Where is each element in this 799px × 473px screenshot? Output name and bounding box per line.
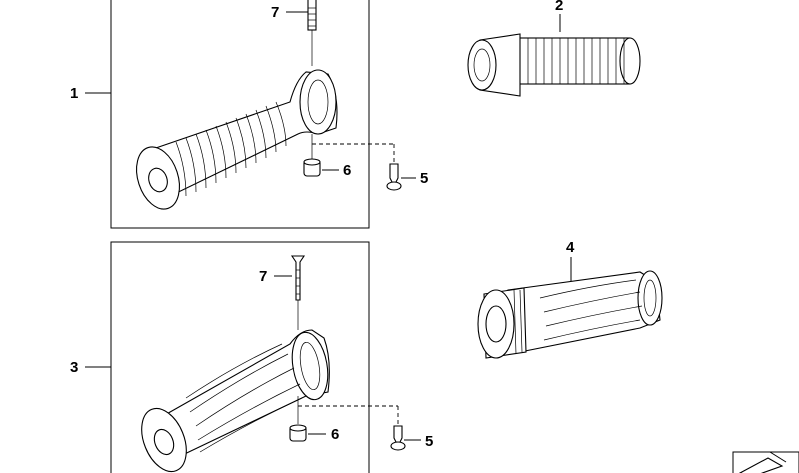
callout-2[interactable]: 2 [555,0,563,32]
assembly-box-3 [110,241,370,473]
callout-5-bottom-label: 5 [425,433,433,450]
screw-7-bottom [290,255,306,330]
nut-6-bottom [289,396,307,442]
callout-1[interactable]: 1 [70,85,111,102]
callout-3[interactable]: 3 [70,359,111,376]
callout-1-label: 1 [70,85,78,102]
handlebar-grip-4 [477,270,663,359]
callout-5-bottom[interactable]: 5 [404,433,433,450]
callout-6-bottom-label: 6 [331,426,339,443]
exploded-view-symbol-icon [732,451,799,473]
assembly-box-1 [110,0,370,229]
handlebar-grip-1 [136,69,338,210]
callout-6-top-label: 6 [343,162,351,179]
callout-4[interactable]: 4 [566,239,575,282]
callout-4-label: 4 [566,239,575,256]
callout-2-label: 2 [555,0,563,14]
callout-6-bottom[interactable]: 6 [308,426,339,443]
callout-6-top[interactable]: 6 [322,162,351,179]
callout-7-bottom-label: 7 [259,268,267,285]
nut-6-top [303,134,321,177]
handlebar-grip-3 [141,329,330,473]
callout-7-bottom[interactable]: 7 [259,268,292,285]
screw-5-bottom [390,425,406,451]
screw-7-top [307,0,317,66]
callout-5-top-label: 5 [420,170,428,187]
screw-5-top [386,163,402,191]
handlebar-grip-2 [467,33,641,97]
callout-7-top-label: 7 [271,4,279,21]
callout-7-top[interactable]: 7 [271,4,308,21]
callout-5-top[interactable]: 5 [401,170,428,187]
callout-3-label: 3 [70,359,78,376]
